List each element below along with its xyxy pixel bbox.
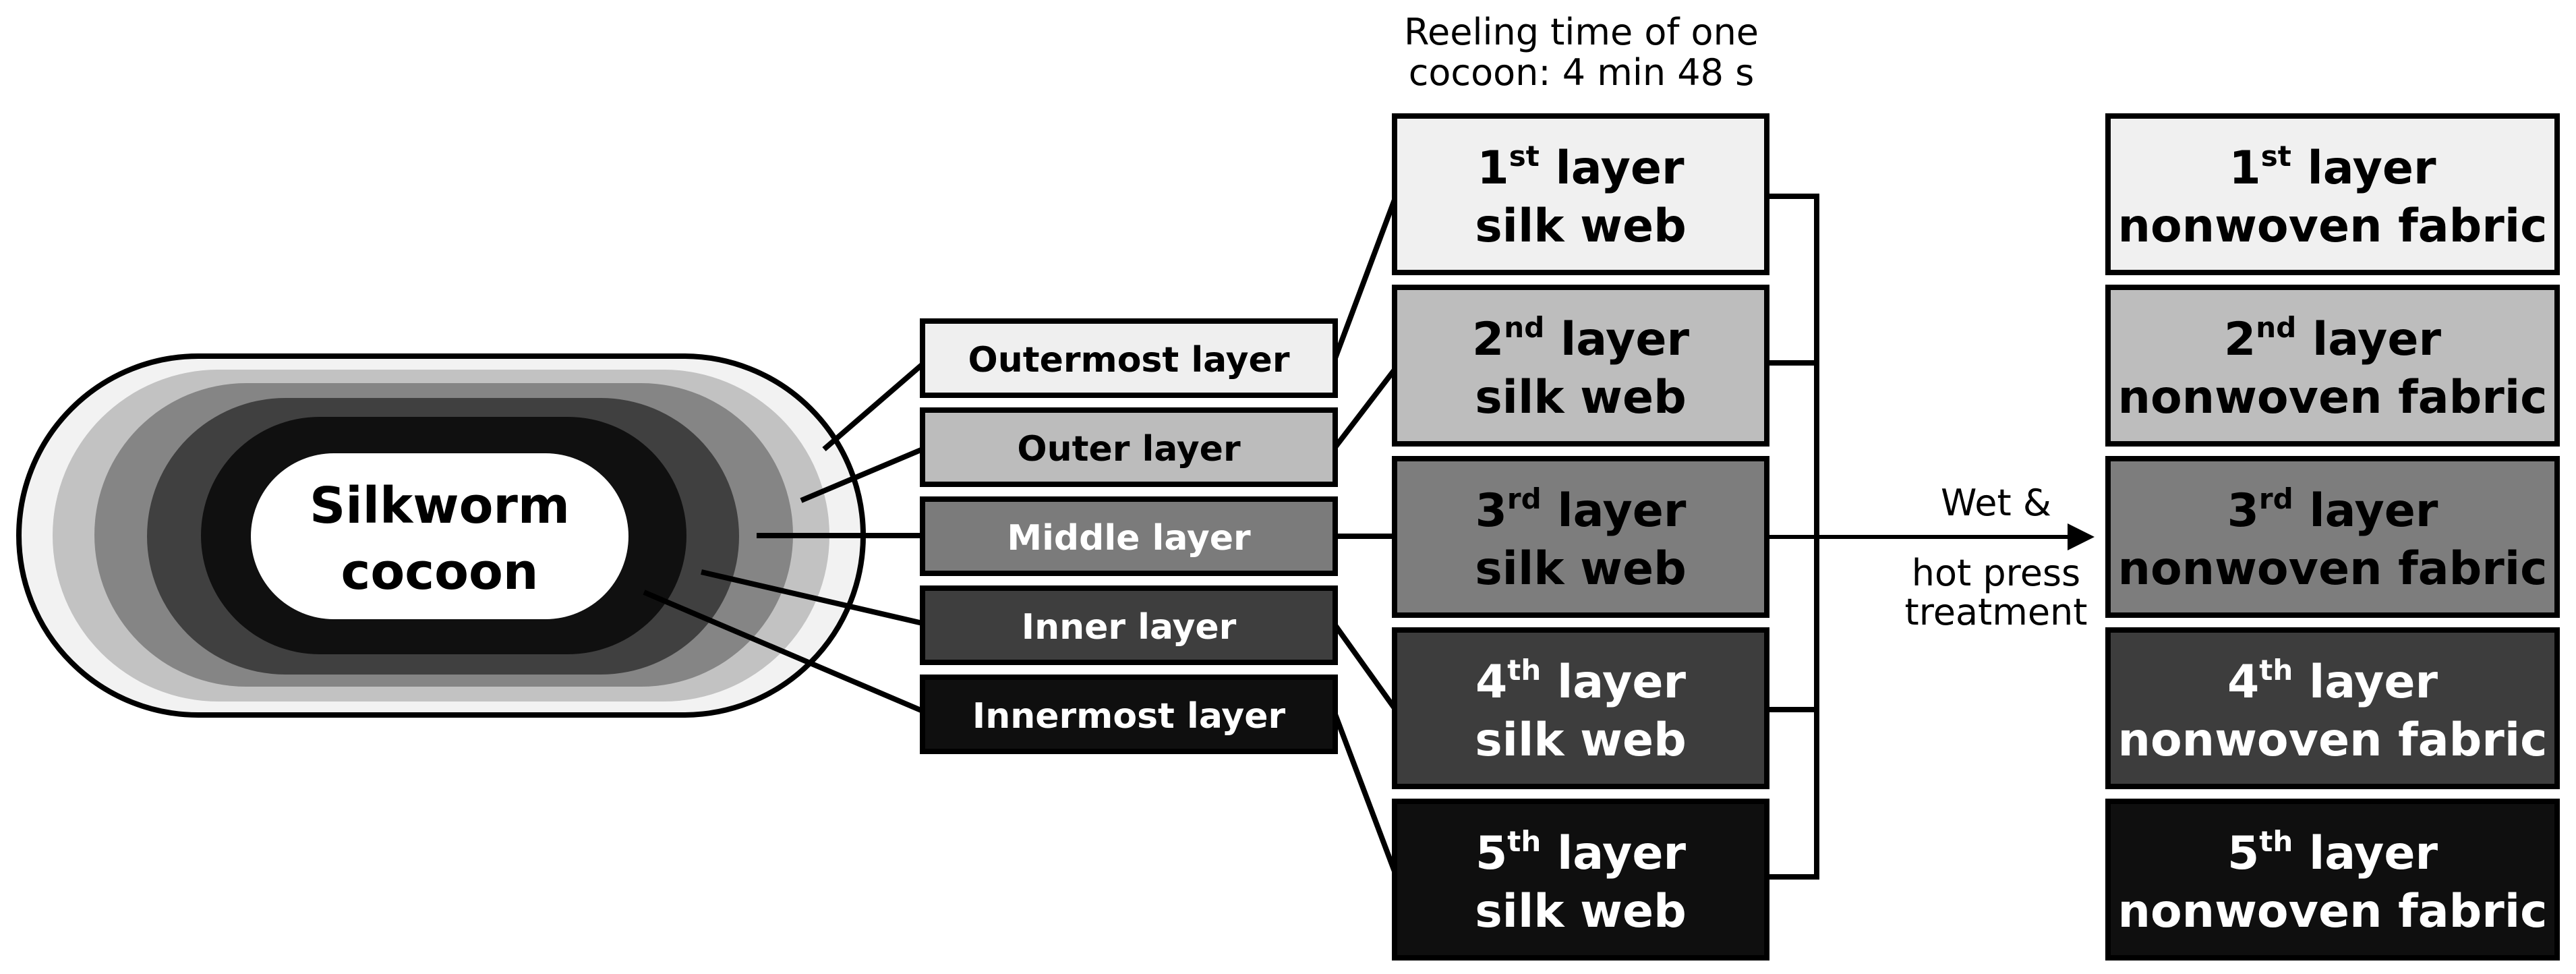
layer-label-inner: Inner layer bbox=[920, 585, 1338, 665]
fabric-3: 3rd layer nonwoven fabric bbox=[2105, 456, 2560, 618]
connector-web-4 bbox=[1333, 623, 1397, 710]
fabric-subtitle: nonwoven fabric bbox=[2118, 200, 2548, 253]
fabric-title: 3rd layer bbox=[2227, 482, 2438, 538]
silk-web-subtitle: silk web bbox=[1475, 371, 1687, 424]
layer-label: Inner layer bbox=[1022, 607, 1237, 648]
connector-web-5 bbox=[1333, 713, 1397, 873]
fabric-subtitle: nonwoven fabric bbox=[2118, 885, 2548, 938]
fabric-box bbox=[2105, 799, 2560, 961]
fabric-title: 5th layer bbox=[2227, 825, 2438, 880]
silk-web-subtitle: silk web bbox=[1475, 542, 1687, 596]
fabric-1: 1st layer nonwoven fabric bbox=[2105, 113, 2560, 275]
cocoon-label-line1: Silkworm bbox=[310, 477, 570, 535]
silk-web-subtitle: silk web bbox=[1475, 885, 1687, 938]
arrow-head-icon bbox=[2068, 523, 2095, 550]
layer-label-outermost: Outermost layer bbox=[920, 318, 1338, 398]
fabric-5: 5th layer nonwoven fabric bbox=[2105, 799, 2560, 961]
layer-label-innermost: Innermost layer bbox=[920, 675, 1338, 754]
layer-label: Middle layer bbox=[1007, 518, 1251, 558]
silk-web-5: 5th layer silk web bbox=[1392, 799, 1769, 961]
fabric-box bbox=[2105, 285, 2560, 447]
fabric-title: 4th layer bbox=[2227, 654, 2438, 709]
layer-box bbox=[920, 407, 1338, 487]
silk-web-title: 1st layer bbox=[1477, 140, 1685, 195]
cocoon-label-line2: cocoon bbox=[341, 543, 539, 601]
connector-outermost bbox=[822, 362, 925, 452]
silk-web-title: 3rd layer bbox=[1475, 482, 1687, 538]
process-label-line2: hot press bbox=[1912, 552, 2080, 594]
silk-web-3: 3rd layer silk web bbox=[1392, 456, 1769, 618]
fabric-title: 1st layer bbox=[2229, 140, 2436, 195]
layer-label-outer: Outer layer bbox=[920, 407, 1338, 487]
reeling-caption-line2: cocoon: 4 min 48 s bbox=[1409, 51, 1755, 94]
fabric-2: 2nd layer nonwoven fabric bbox=[2105, 285, 2560, 447]
fabric-4: 4th layer nonwoven fabric bbox=[2105, 627, 2560, 789]
web-connectors bbox=[1333, 198, 1397, 873]
silk-web-subtitle: silk web bbox=[1475, 714, 1687, 767]
silk-webs: 1st layer silk web 2nd layer silk web 3r… bbox=[1392, 113, 1769, 961]
layer-box bbox=[920, 318, 1338, 398]
silk-web-1: 1st layer silk web bbox=[1392, 113, 1769, 275]
layer-box bbox=[920, 496, 1338, 576]
reeling-caption-line1: Reeling time of one bbox=[1404, 11, 1759, 53]
fabric-subtitle: nonwoven fabric bbox=[2118, 371, 2548, 424]
layer-labels: Outermost layer Outer layer Middle layer… bbox=[920, 318, 1338, 754]
layer-box bbox=[920, 585, 1338, 665]
connector-inner bbox=[701, 569, 923, 626]
silk-web-subtitle: silk web bbox=[1475, 200, 1687, 253]
silk-web-4: 4th layer silk web bbox=[1392, 627, 1769, 789]
silk-web-title: 4th layer bbox=[1475, 654, 1687, 709]
cocoon-connectors bbox=[643, 362, 925, 714]
fabric-box bbox=[2105, 627, 2560, 789]
connector-innermost bbox=[643, 590, 924, 714]
fabric-subtitle: nonwoven fabric bbox=[2118, 542, 2548, 596]
fabric-title: 2nd layer bbox=[2224, 311, 2442, 366]
silk-web-title: 5th layer bbox=[1475, 825, 1687, 880]
connector-outer bbox=[800, 447, 924, 503]
cocoon-core bbox=[251, 453, 628, 619]
process-arrow bbox=[1767, 523, 2095, 550]
fabric-subtitle: nonwoven fabric bbox=[2118, 714, 2548, 767]
nonwoven-fabrics: 1st layer nonwoven fabric 2nd layer nonw… bbox=[2105, 113, 2560, 961]
layer-label: Outer layer bbox=[1017, 429, 1241, 469]
process-label-line3: treatment bbox=[1905, 591, 2088, 633]
silk-web-box bbox=[1392, 627, 1769, 789]
fabric-box bbox=[2105, 113, 2560, 275]
connector-web-2 bbox=[1333, 368, 1397, 449]
silk-web-2: 2nd layer silk web bbox=[1392, 285, 1769, 447]
layer-label: Innermost layer bbox=[972, 696, 1286, 737]
process-label-line1: Wet & bbox=[1941, 482, 2051, 524]
connector-web-1 bbox=[1333, 198, 1397, 360]
silk-web-title: 2nd layer bbox=[1472, 311, 1690, 366]
fabric-box bbox=[2105, 456, 2560, 618]
layer-label-middle: Middle layer bbox=[920, 496, 1338, 576]
layer-label: Outermost layer bbox=[968, 340, 1290, 380]
silk-web-box bbox=[1392, 113, 1769, 275]
silkworm-cocoon: Silkworm cocoon bbox=[16, 353, 866, 718]
